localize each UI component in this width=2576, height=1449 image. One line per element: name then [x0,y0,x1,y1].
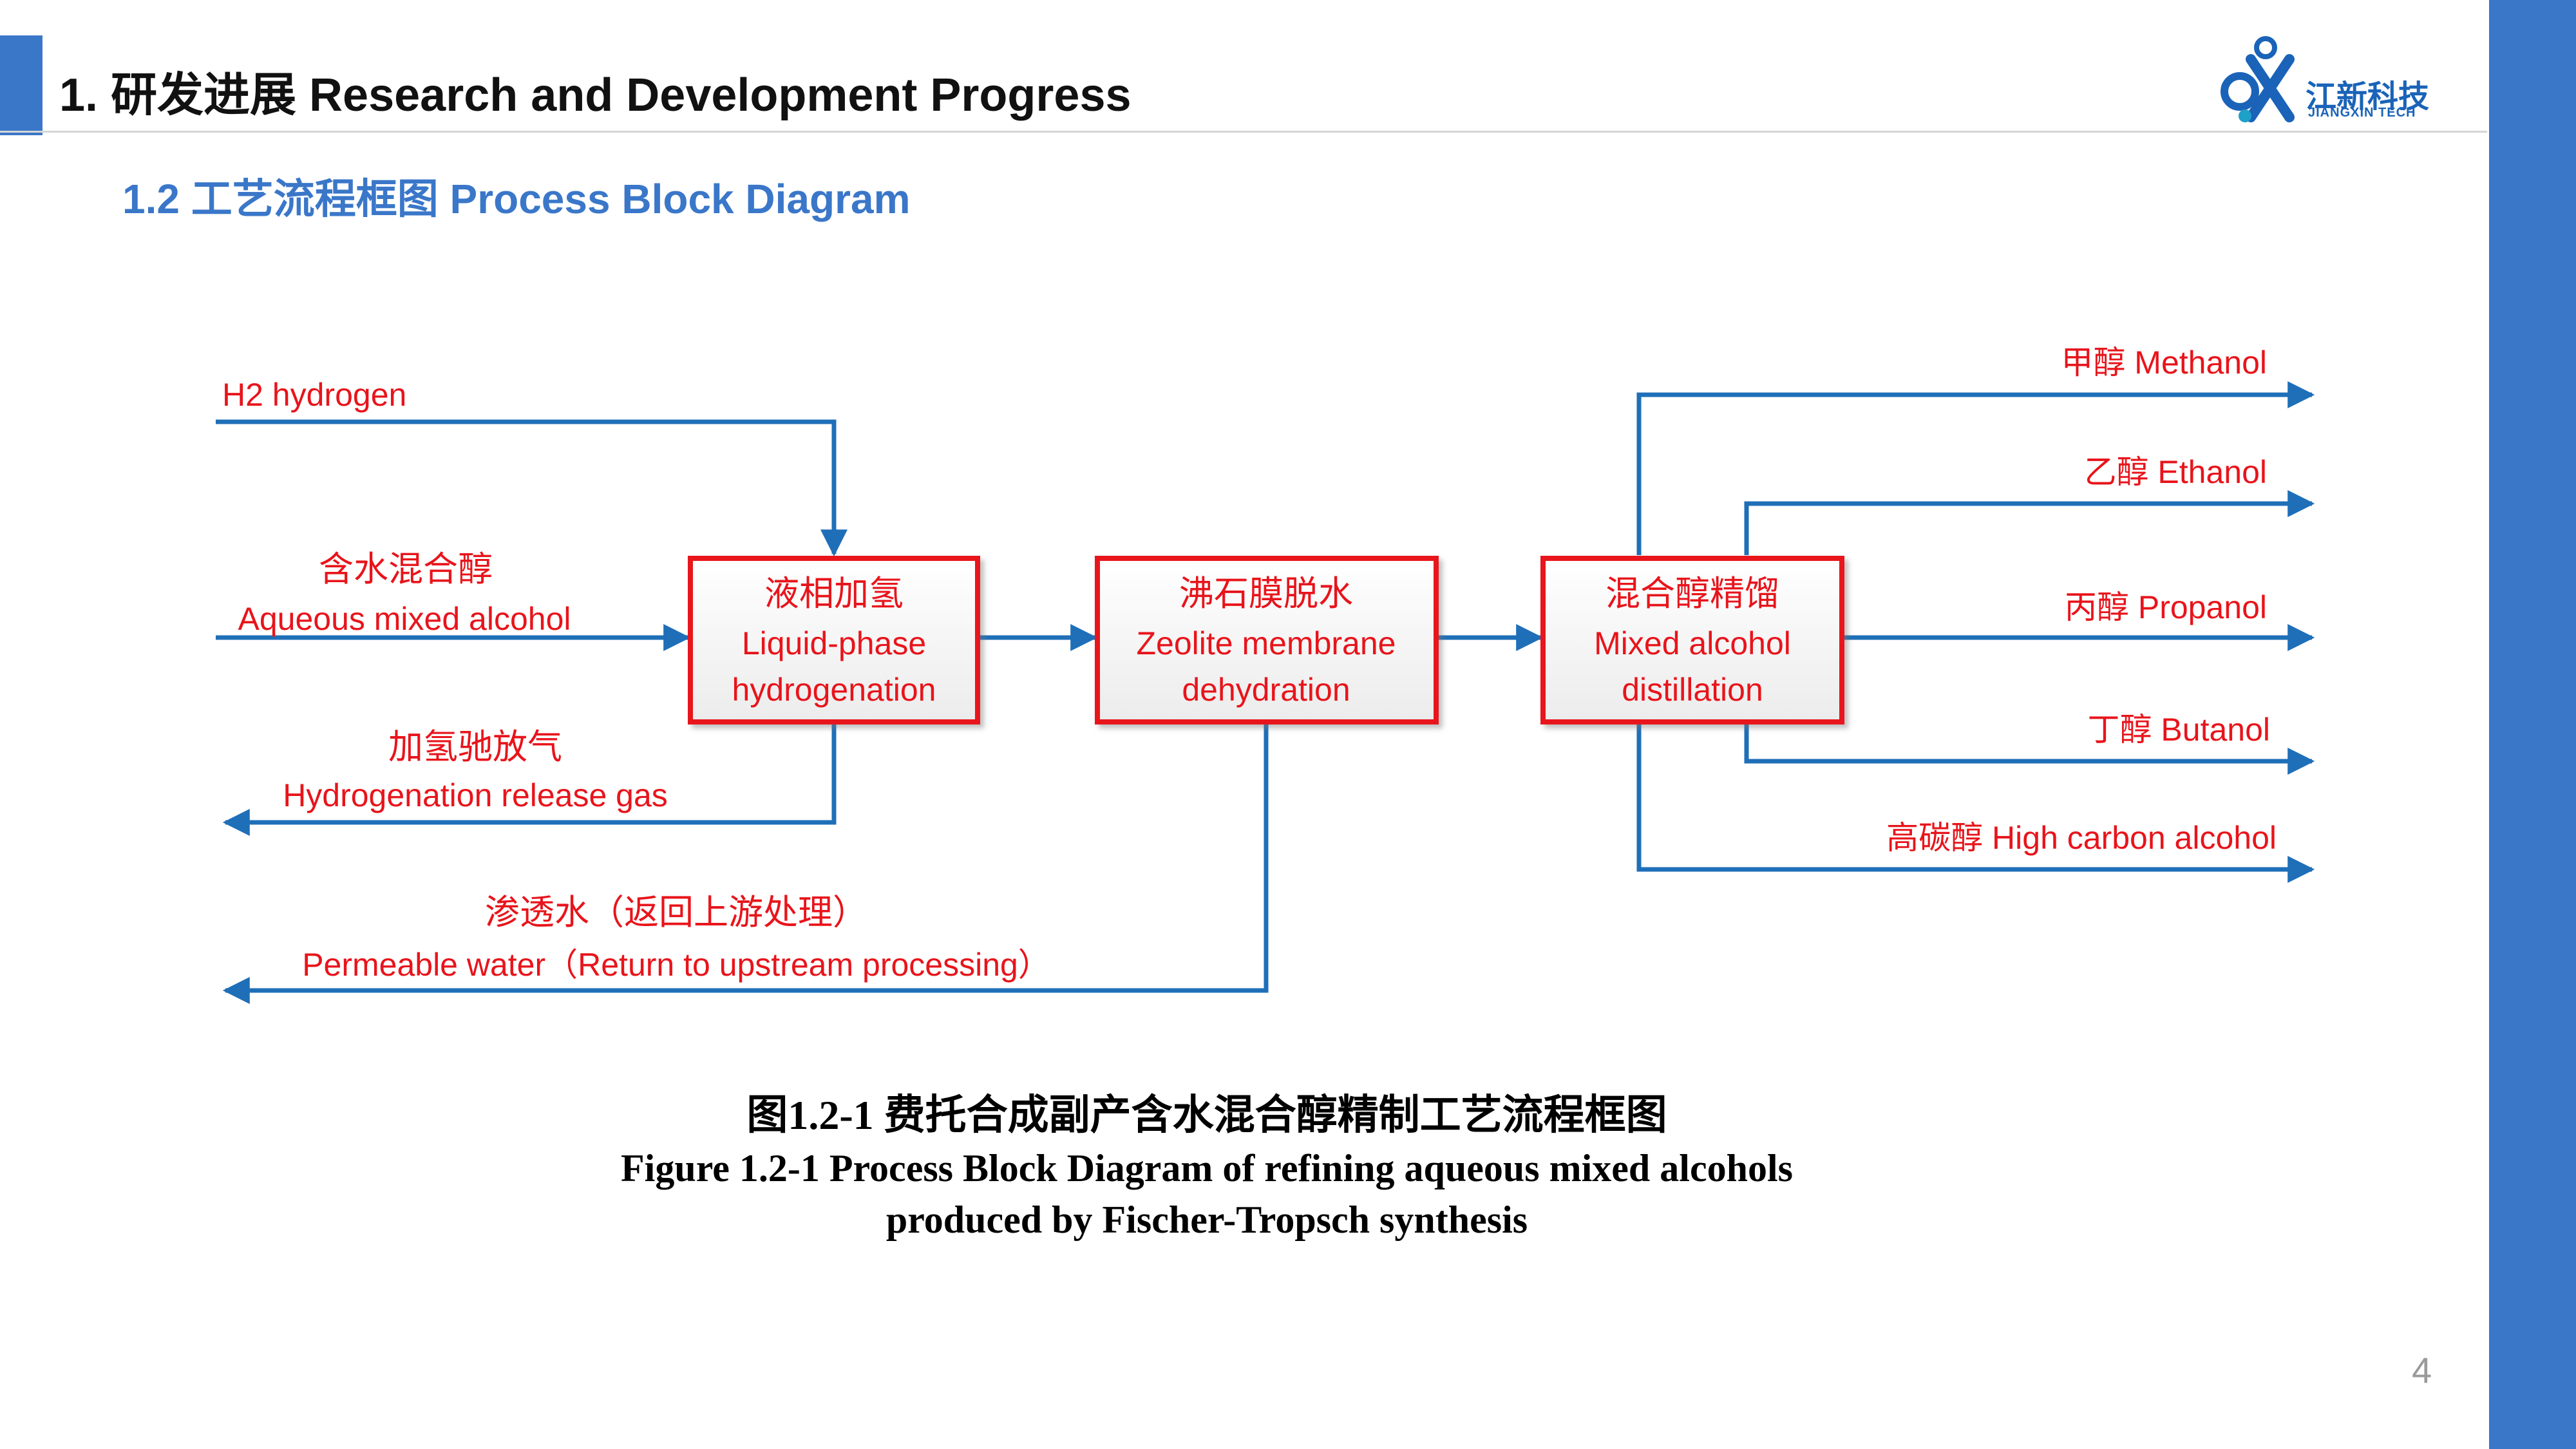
title-accent-bar [0,35,43,135]
product-butanol-label: 丁醇 Butanol [2088,712,2270,748]
section-title: 1.2 工艺流程框图 Process Block Diagram [122,176,911,222]
process-box-hydrogenation: 液相加氢 Liquid-phase hydrogenation [688,556,980,724]
company-logo: 江新科技 JIANGXIN TECH [2215,33,2430,130]
product-propanol-label: 丙醇 Propanol [2065,589,2267,625]
figure-caption: 图1.2-1 费托合成副产含水混合醇精制工艺流程框图 Figure 1.2-1 … [451,1088,1963,1245]
hydrogen-feed-arrow [216,419,848,557]
hydrogenation-label-en1: Liquid-phase [742,625,926,661]
aqueous-label-cn: 含水混合醇 [319,550,493,589]
permeate-water-label-en: Permeable water（Return to upstream proce… [302,947,1050,983]
ethanol-arrow [1744,490,2315,555]
header-divider [0,131,2487,133]
dehydration-label-en1: Zeolite membrane [1137,625,1396,661]
logo-company-name: 江新科技 [2306,80,2430,114]
permeate-water-arrow [222,723,1269,1004]
hydrogenation-label-cn: 液相加氢 [764,574,904,613]
product-ethanol-label: 乙醇 Ethanol [2085,454,2267,490]
jiangxin-logo-mark-icon [2221,36,2295,122]
butanol-arrow [1744,723,2315,775]
distillation-label-cn: 混合醇精馏 [1605,574,1779,613]
figure-caption-en-line2: produced by Fischer-Tropsch synthesis [886,1198,1528,1241]
distillation-label-en1: Mixed alcohol [1594,625,1791,661]
release-gas-arrow [222,723,837,836]
dehydration-label-en2: dehydration [1182,672,1350,708]
hydrogen-label: H2 hydrogen [222,377,406,413]
hydrogenation-label-en2: hydrogenation [732,672,936,708]
process-box-distillation: 混合醇精馏 Mixed alcohol distillation [1540,556,1844,724]
aqueous-label-en: Aqueous mixed alcohol [238,601,571,637]
logo-company-subtitle: JIANGXIN TECH [2308,106,2416,120]
product-methanol-label: 甲醇 Methanol [2061,345,2267,381]
methanol-arrow [1636,381,2315,555]
product-high-carbon-label: 高碳醇 High carbon alcohol [1886,820,2277,856]
slide-title: 1. 研发进展 Research and Development Progres… [59,70,1132,121]
release-gas-label-cn: 加氢驰放气 [388,728,562,766]
permeate-water-label-cn: 渗透水（返回上游处理） [485,893,867,932]
process-box-dehydration: 沸石膜脱水 Zeolite membrane dehydration [1095,556,1439,724]
page-number: 4 [2412,1350,2432,1390]
right-side-bar [2489,0,2576,1449]
high-carbon-alcohol-arrow [1636,723,2315,883]
release-gas-label-en: Hydrogenation release gas [283,777,668,813]
figure-caption-cn: 图1.2-1 费托合成副产含水混合醇精制工艺流程框图 [746,1092,1667,1138]
figure-caption-en-line1: Figure 1.2-1 Process Block Diagram of re… [621,1147,1793,1189]
dehydration-label-cn: 沸石膜脱水 [1179,574,1353,613]
distillation-label-en2: distillation [1622,672,1763,708]
